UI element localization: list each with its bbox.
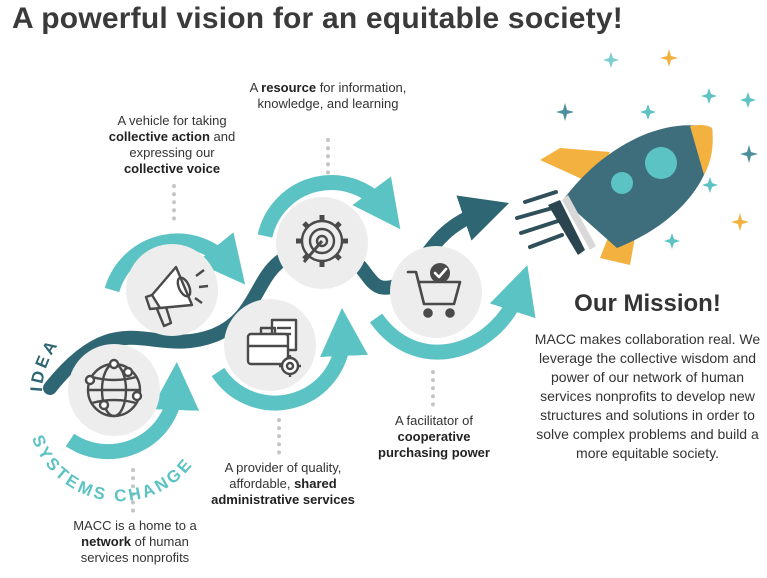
gear-target-icon xyxy=(296,215,348,267)
dotted-connectors xyxy=(131,138,435,517)
shopping-cart-check-icon xyxy=(406,263,462,318)
sparkle-star-icon xyxy=(660,49,678,67)
rocket-exhaust-lines xyxy=(515,190,564,249)
sparkle-star-icon xyxy=(740,92,756,108)
arc-arrow-facilitator xyxy=(369,265,536,360)
rocket-window-small xyxy=(611,172,633,194)
megaphone-icon xyxy=(144,265,209,328)
cart-icon-circle xyxy=(390,246,482,338)
arc-arrow-home xyxy=(65,362,200,460)
caption-provider: A provider of quality, affordable, share… xyxy=(211,460,355,507)
systems-change-label: SYSTEMS CHANGE xyxy=(28,432,197,505)
sparkle-star-icon xyxy=(702,177,718,193)
arc-arrow-resource xyxy=(257,175,401,238)
sparkle-stars xyxy=(556,49,758,249)
rocket-window-large xyxy=(645,147,677,179)
briefcase-gear-icon xyxy=(246,318,301,377)
rocket-nozzle xyxy=(548,200,585,255)
sparkle-star-icon xyxy=(701,88,717,104)
network-globe-icon xyxy=(84,358,143,418)
caption-resource: A resource for information, knowledge, a… xyxy=(249,80,407,111)
sparkle-star-icon xyxy=(556,103,574,121)
sparkle-star-icon xyxy=(740,145,758,163)
rocket-nozzle-ring xyxy=(562,195,596,250)
sparkle-star-icon xyxy=(731,213,749,231)
mission-body: MACC makes collaboration real. We levera… xyxy=(534,331,761,461)
rocket-nose xyxy=(690,124,713,175)
mission-title: Our Mission! xyxy=(574,290,721,317)
arc-arrow-vehicle xyxy=(104,232,246,293)
arc-arrow-provider xyxy=(211,308,369,411)
headline: A powerful vision for an equitable socie… xyxy=(12,2,623,35)
caption-vehicle: A vehicle for taking collective action a… xyxy=(108,113,236,176)
sparkle-star-icon xyxy=(640,104,656,120)
caption-facilitator: A facilitator of cooperative purchasing … xyxy=(378,413,490,460)
rocket-icon xyxy=(515,124,713,265)
sparkle-star-icon xyxy=(603,52,619,68)
sparkle-star-icon xyxy=(664,233,680,249)
caption-home: MACC is a home to a network of human ser… xyxy=(73,518,197,565)
teal-arrows xyxy=(65,175,536,460)
